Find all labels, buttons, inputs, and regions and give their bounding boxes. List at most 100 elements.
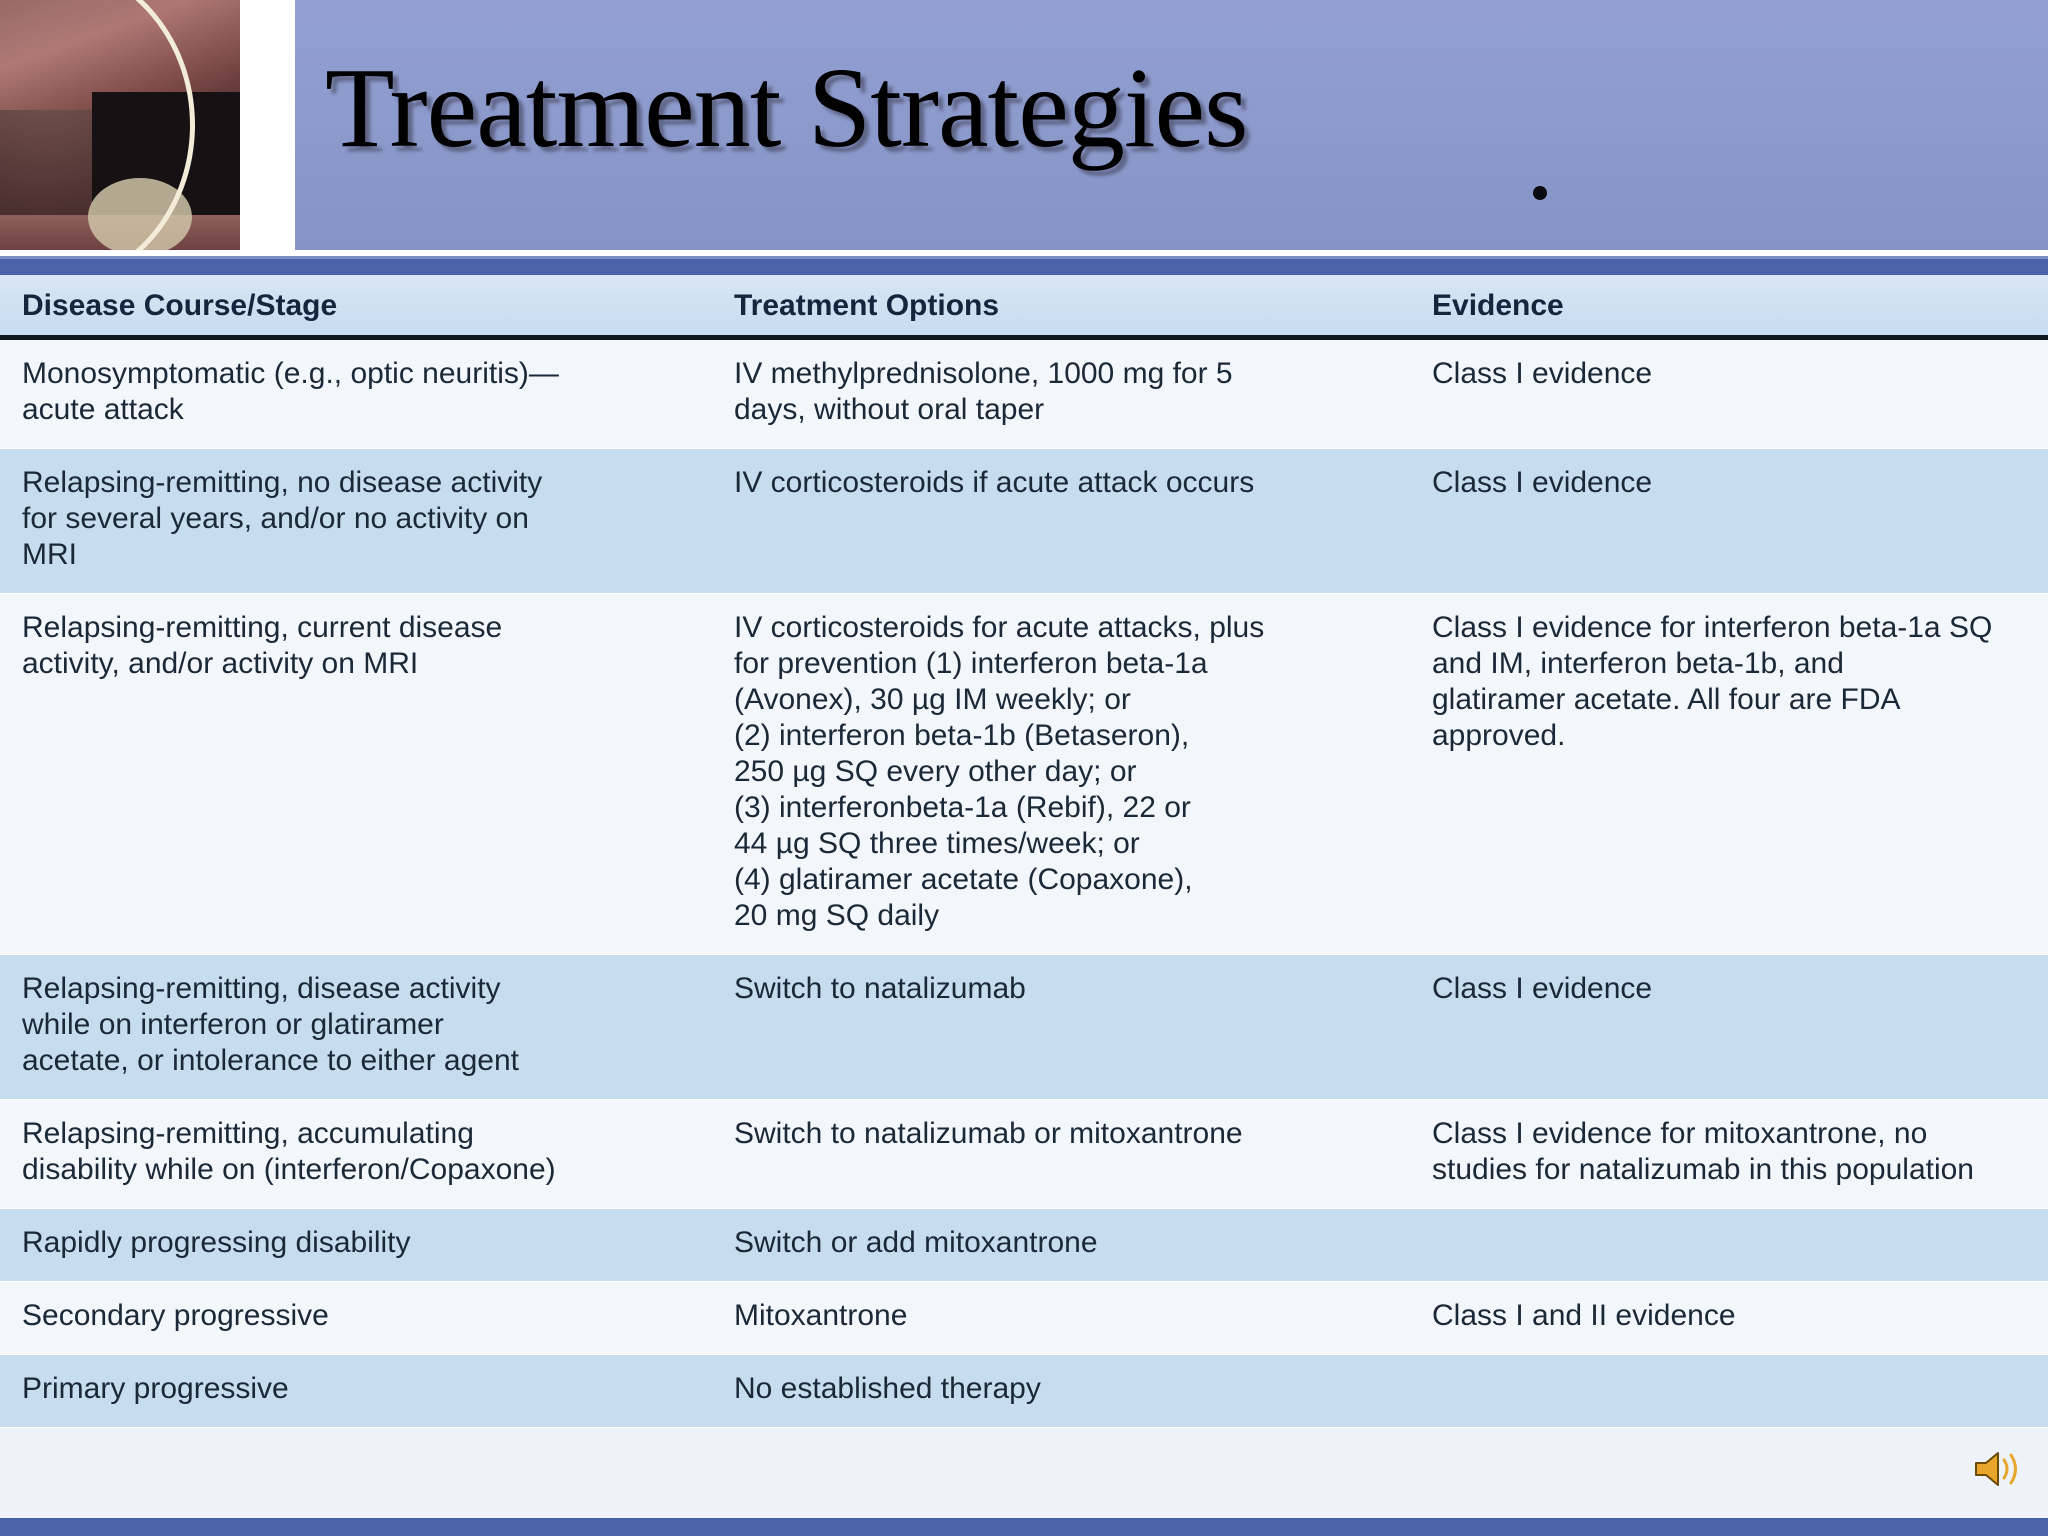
cell-treatment-options-line: for prevention (1) interferon beta-1a	[734, 647, 1208, 680]
cell-disease-course-line: for several years, and/or no activity on	[22, 502, 529, 535]
cell-treatment-options-lines: No established therapy	[734, 1371, 1388, 1407]
cell-treatment-options: Switch or add mitoxantrone	[712, 1208, 1410, 1282]
decorative-corner-image	[0, 0, 240, 250]
cell-treatment-options: IV corticosteroids if acute attack occur…	[712, 448, 1410, 594]
table-row: Primary progressive No established therap…	[0, 1354, 2048, 1428]
cell-disease-course-line: Rapidly progressing disability	[22, 1226, 411, 1259]
cell-evidence-line: Class I and II evidence	[1432, 1299, 1736, 1332]
cell-evidence-line: studies for natalizumab in this populati…	[1432, 1153, 1974, 1186]
cell-treatment-options-line: IV methylprednisolone, 1000 mg for 5	[734, 357, 1233, 390]
table-row: Relapsing-remitting, no disease activity…	[0, 448, 2048, 594]
column-header-evidence: Evidence	[1410, 275, 2048, 340]
table-header-row: Disease Course/Stage Treatment Options E…	[0, 275, 2048, 340]
cell-disease-course: Primary progressive	[0, 1354, 712, 1428]
cell-treatment-options-line: 44 µg SQ three times/week; or	[734, 827, 1140, 860]
cell-treatment-options-line: Switch to natalizumab or mitoxantrone	[734, 1117, 1243, 1150]
table-body: Monosymptomatic (e.g., optic neuritis)—a…	[0, 337, 2048, 1428]
cell-treatment-options-lines: IV corticosteroids if acute attack occur…	[734, 465, 1388, 501]
cell-evidence: Class I evidence	[1410, 954, 2048, 1100]
cell-evidence-lines: Class I evidence	[1432, 971, 2026, 1007]
cell-disease-course: Secondary progressive	[0, 1281, 712, 1355]
cell-evidence-line: and IM, interferon beta-1b, and	[1432, 647, 1844, 680]
cell-disease-course-lines: Rapidly progressing disability	[22, 1225, 690, 1261]
treatment-table-container: Disease Course/Stage Treatment Options E…	[0, 256, 2048, 1536]
cell-treatment-options-line: No established therapy	[734, 1372, 1041, 1405]
corner-white-gap	[240, 0, 295, 250]
cell-treatment-options-lines: Mitoxantrone	[734, 1298, 1388, 1334]
cell-evidence-line: approved.	[1432, 719, 1566, 752]
cell-disease-course-lines: Relapsing-remitting, no disease activity…	[22, 465, 690, 573]
cell-disease-course-line: Primary progressive	[22, 1372, 289, 1405]
cell-evidence-line: Class I evidence for mitoxantrone, no	[1432, 1117, 1928, 1150]
cell-treatment-options-line: Switch to natalizumab	[734, 972, 1026, 1005]
cell-disease-course-lines: Monosymptomatic (e.g., optic neuritis)—a…	[22, 356, 690, 428]
cell-treatment-options: Switch to natalizumab or mitoxantrone	[712, 1099, 1410, 1209]
cell-disease-course-line: Relapsing-remitting, no disease activity	[22, 466, 543, 499]
table-row: Rapidly progressing disability Switch or …	[0, 1208, 2048, 1282]
cell-treatment-options-line: 20 mg SQ daily	[734, 899, 940, 932]
cell-treatment-options-lines: Switch to natalizumab or mitoxantrone	[734, 1116, 1388, 1152]
cell-disease-course-lines: Primary progressive	[22, 1371, 690, 1407]
cell-treatment-options-line: (3) interferonbeta-1a (Rebif), 22 or	[734, 791, 1191, 824]
cell-treatment-options-line: Switch or add mitoxantrone	[734, 1226, 1098, 1259]
cell-treatment-options-line: days, without oral taper	[734, 393, 1045, 426]
cell-treatment-options-line: IV corticosteroids if acute attack occur…	[734, 466, 1255, 499]
cell-evidence-lines: Class I and II evidence	[1432, 1298, 2026, 1334]
table-row: Monosymptomatic (e.g., optic neuritis)—a…	[0, 337, 2048, 449]
cell-treatment-options-line: (2) interferon beta-1b (Betaseron),	[734, 719, 1190, 752]
treatment-strategies-table: Disease Course/Stage Treatment Options E…	[0, 275, 2048, 1428]
cell-evidence-line: Class I evidence	[1432, 466, 1653, 499]
cell-treatment-options-lines: Switch or add mitoxantrone	[734, 1225, 1388, 1261]
cell-disease-course-line: Relapsing-remitting, current disease	[22, 611, 503, 644]
table-top-rule	[0, 256, 2048, 275]
table-bottom-rule	[0, 1518, 2048, 1536]
cell-evidence: Class I evidence for interferon beta-1a …	[1410, 593, 2048, 955]
cell-disease-course-line: Relapsing-remitting, disease activity	[22, 972, 501, 1005]
cell-treatment-options-line: IV corticosteroids for acute attacks, pl…	[734, 611, 1265, 644]
cell-treatment-options: No established therapy	[712, 1354, 1410, 1428]
cell-disease-course-line: acute attack	[22, 393, 184, 426]
cell-disease-course-line: acetate, or intolerance to either agent	[22, 1044, 519, 1077]
cell-disease-course: Rapidly progressing disability	[0, 1208, 712, 1282]
cell-treatment-options-lines: IV corticosteroids for acute attacks, pl…	[734, 610, 1388, 934]
table-row: Secondary progressive Mitoxantrone Class I…	[0, 1281, 2048, 1355]
speaker-icon[interactable]	[1972, 1446, 2026, 1492]
cell-treatment-options-line: Mitoxantrone	[734, 1299, 908, 1332]
cell-disease-course-line: disability while on (interferon/Copaxone…	[22, 1153, 556, 1186]
cell-evidence-lines: Class I evidence for interferon beta-1a …	[1432, 610, 2026, 754]
column-header-disease-course: Disease Course/Stage	[0, 275, 712, 340]
cell-evidence: Class I and II evidence	[1410, 1281, 2048, 1355]
cell-treatment-options: Switch to natalizumab	[712, 954, 1410, 1100]
cell-disease-course: Monosymptomatic (e.g., optic neuritis)—a…	[0, 337, 712, 449]
cell-evidence-line: Class I evidence	[1432, 972, 1653, 1005]
cell-treatment-options: IV corticosteroids for acute attacks, pl…	[712, 593, 1410, 955]
cell-evidence-line: glatiramer acetate. All four are FDA	[1432, 683, 1901, 716]
cell-evidence: Class I evidence	[1410, 337, 2048, 449]
cell-evidence-line: Class I evidence for interferon beta-1a …	[1432, 611, 1993, 644]
title-bullet-dot	[1533, 186, 1547, 200]
cell-evidence-lines: Class I evidence	[1432, 356, 2026, 392]
cell-treatment-options-line: (Avonex), 30 µg IM weekly; or	[734, 683, 1131, 716]
cell-disease-course-line: Relapsing-remitting, accumulating	[22, 1117, 474, 1150]
cell-disease-course-line: activity, and/or activity on MRI	[22, 647, 419, 680]
title-band	[295, 0, 2048, 250]
cell-evidence-lines: Class I evidence	[1432, 465, 2026, 501]
cell-treatment-options: Mitoxantrone	[712, 1281, 1410, 1355]
cell-disease-course-line: Monosymptomatic (e.g., optic neuritis)—	[22, 357, 559, 390]
corner-swoosh-arc	[0, 0, 195, 250]
page-title: Treatment Strategies	[325, 44, 1248, 171]
cell-treatment-options-line: (4) glatiramer acetate (Copaxone),	[734, 863, 1193, 896]
cell-disease-course-line: while on interferon or glatiramer	[22, 1008, 444, 1041]
